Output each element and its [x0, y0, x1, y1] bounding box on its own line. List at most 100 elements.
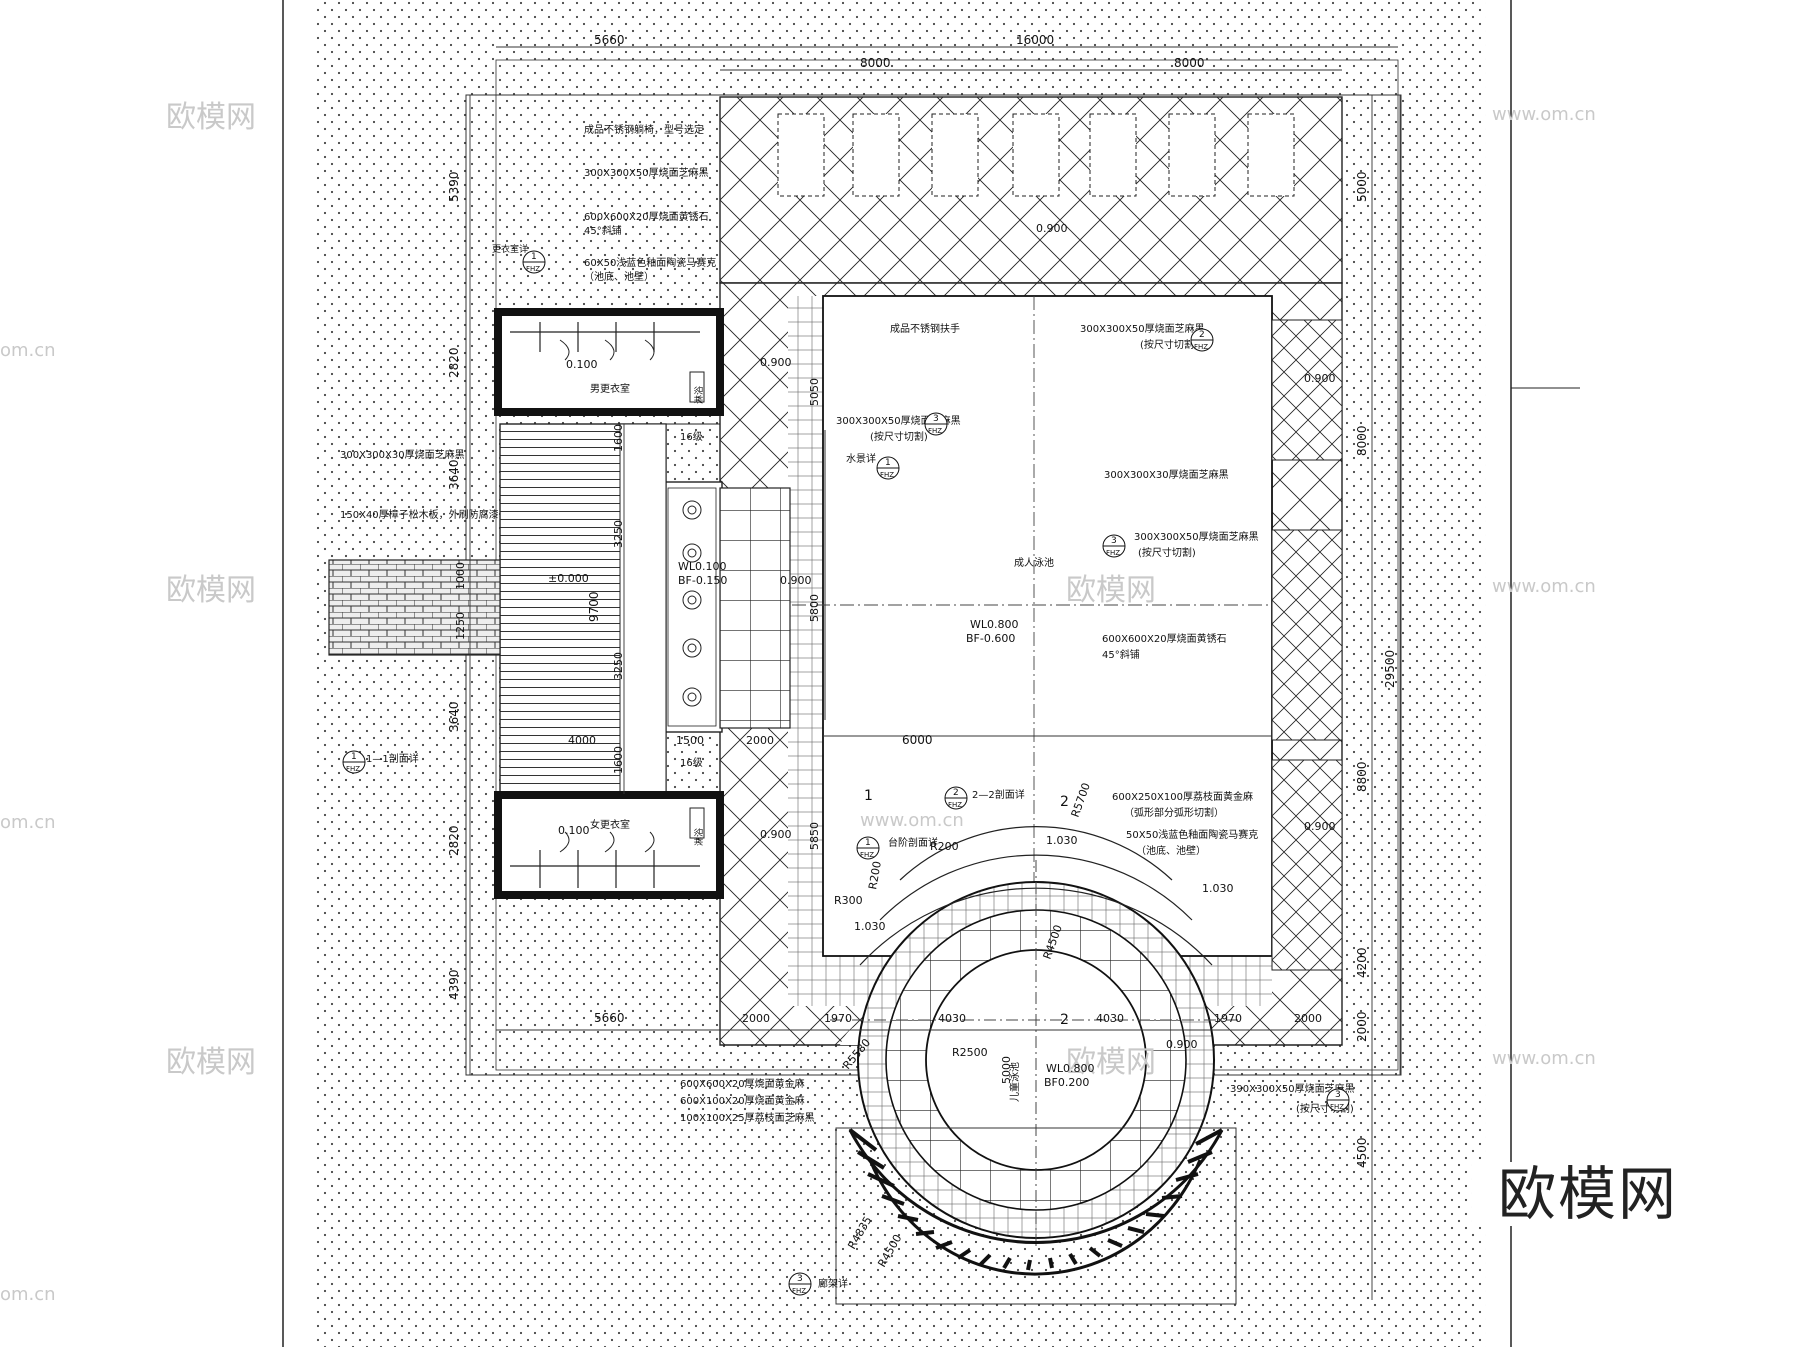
- svg-text:16000: 16000: [1016, 33, 1054, 47]
- watermark-text: www.om.cn: [1492, 576, 1596, 597]
- svg-text:3: 3: [933, 414, 939, 424]
- svg-text:水景详: 水景详: [846, 452, 876, 465]
- svg-text:BF-0.150: BF-0.150: [678, 574, 727, 587]
- childrens-pool-group: [830, 826, 1240, 1250]
- svg-text:0.900: 0.900: [1166, 1038, 1198, 1051]
- svg-text:成人泳池: 成人泳池: [1014, 556, 1054, 569]
- svg-text:45°斜铺: 45°斜铺: [584, 224, 622, 237]
- svg-text:±0.000: ±0.000: [548, 572, 589, 585]
- svg-text:淋浴: 淋浴: [693, 828, 705, 846]
- svg-text:1—1剖面详: 1—1剖面详: [366, 752, 419, 765]
- svg-text:FHZ: FHZ: [880, 471, 894, 479]
- svg-text:9700: 9700: [587, 591, 601, 622]
- svg-text:女更衣室: 女更衣室: [590, 818, 630, 831]
- svg-text:（池底、池壁）: （池底、池壁）: [1136, 844, 1206, 857]
- svg-text:FHZ: FHZ: [1106, 549, 1120, 557]
- svg-text:4000: 4000: [568, 734, 596, 747]
- brand-watermark: 欧模网: [1472, 1162, 1704, 1226]
- svg-text:3: 3: [1335, 1090, 1341, 1100]
- svg-text:600X600X20厚烧面黄锈石: 600X600X20厚烧面黄锈石: [1102, 632, 1227, 645]
- svg-text:2: 2: [1199, 330, 1205, 340]
- pool-steps: [719, 487, 791, 729]
- svg-text:0.900: 0.900: [1304, 372, 1336, 385]
- svg-text:600X600X20厚烧面黄金麻: 600X600X20厚烧面黄金麻: [680, 1077, 805, 1090]
- svg-text:8000: 8000: [860, 56, 891, 70]
- svg-text:150X40厚樟子松木板，外刷防腐漆: 150X40厚樟子松木板，外刷防腐漆: [340, 508, 499, 521]
- svg-text:WL0.100: WL0.100: [678, 560, 727, 573]
- svg-text:(按尺寸切割): (按尺寸切割): [870, 430, 928, 443]
- watermark-text: om.cn: [0, 1284, 56, 1305]
- svg-text:廊架详: 廊架详: [818, 1277, 848, 1290]
- watermark-text: www.om.cn: [860, 810, 964, 831]
- svg-text:FHZ: FHZ: [928, 427, 942, 435]
- svg-text:1: 1: [885, 458, 891, 468]
- svg-text:300X300X30厚烧面芝麻黑: 300X300X30厚烧面芝麻黑: [340, 448, 465, 461]
- svg-text:5050: 5050: [808, 378, 821, 406]
- svg-text:4390: 4390: [447, 969, 461, 1000]
- svg-text:R2500: R2500: [952, 1046, 988, 1059]
- watermark-text: 欧模网: [166, 1045, 256, 1080]
- svg-text:8000: 8000: [1355, 425, 1369, 456]
- svg-text:4200: 4200: [1355, 947, 1369, 978]
- svg-text:1600: 1600: [612, 424, 625, 452]
- svg-text:2: 2: [1060, 1012, 1069, 1028]
- watermark-text: om.cn: [0, 340, 56, 361]
- svg-text:390X300X50厚烧面芝麻黑: 390X300X50厚烧面芝麻黑: [1230, 1082, 1355, 1095]
- svg-text:WL0.800: WL0.800: [970, 618, 1019, 631]
- svg-text:1.030: 1.030: [1202, 882, 1234, 895]
- watermarks: 欧模网 欧模网 欧模网 欧模网 欧模网 www.om.cn www.om.cn …: [0, 100, 1596, 1305]
- watermark-text: 欧模网: [1066, 1045, 1156, 1080]
- watermark-text: www.om.cn: [1492, 1048, 1596, 1069]
- svg-text:5660: 5660: [594, 33, 625, 47]
- svg-text:600X100X20厚烧面黄金麻: 600X100X20厚烧面黄金麻: [680, 1094, 805, 1107]
- svg-text:FHZ: FHZ: [1330, 1103, 1344, 1111]
- svg-text:(按尺寸切割): (按尺寸切割): [1138, 546, 1196, 559]
- svg-text:台阶剖面详: 台阶剖面详: [888, 836, 938, 849]
- svg-text:300X300X50厚烧面芝麻黑: 300X300X50厚烧面芝麻黑: [584, 166, 709, 179]
- svg-text:WL0.800: WL0.800: [1046, 1062, 1095, 1075]
- svg-text:3: 3: [1111, 536, 1117, 546]
- svg-text:1250: 1250: [454, 612, 467, 640]
- svg-text:300X300X30厚烧面芝麻黑: 300X300X30厚烧面芝麻黑: [1104, 468, 1229, 481]
- svg-text:2820: 2820: [447, 347, 461, 378]
- level-marks: 0.900 0.900 0.900 0.900 0.900 0.100 0.10…: [548, 222, 1336, 1089]
- svg-text:R300: R300: [834, 894, 863, 907]
- svg-text:5800: 5800: [808, 594, 821, 622]
- svg-text:0.900: 0.900: [1036, 222, 1068, 235]
- svg-text:1970: 1970: [1214, 1012, 1242, 1025]
- svg-text:1970: 1970: [824, 1012, 852, 1025]
- svg-text:3640: 3640: [447, 701, 461, 732]
- svg-text:4030: 4030: [938, 1012, 966, 1025]
- svg-text:1600: 1600: [612, 746, 625, 774]
- svg-text:0.100: 0.100: [566, 358, 598, 371]
- svg-text:600X250X100厚荔枝面黄金麻: 600X250X100厚荔枝面黄金麻: [1112, 790, 1253, 803]
- svg-text:成品不锈钢躺椅，型号选定: 成品不锈钢躺椅，型号选定: [584, 123, 704, 136]
- svg-text:5850: 5850: [808, 822, 821, 850]
- svg-text:0.900: 0.900: [1304, 820, 1336, 833]
- svg-text:6000: 6000: [902, 733, 933, 747]
- womens-changing-room: [494, 791, 724, 899]
- svg-text:300X300X50厚烧面芝麻黑: 300X300X50厚烧面芝麻黑: [1134, 530, 1259, 543]
- svg-text:1500: 1500: [676, 734, 704, 747]
- svg-text:1: 1: [531, 252, 537, 262]
- svg-text:(按尺寸切割): (按尺寸切割): [1140, 338, 1198, 351]
- mens-changing-room: [494, 308, 724, 416]
- svg-text:0.900: 0.900: [760, 356, 792, 369]
- svg-text:16级: 16级: [680, 757, 703, 769]
- svg-text:儿童泳池: 儿童泳池: [1008, 1062, 1021, 1102]
- svg-text:更衣室详: 更衣室详: [492, 243, 528, 255]
- svg-text:2: 2: [1060, 794, 1069, 810]
- svg-text:成品不锈钢扶手: 成品不锈钢扶手: [890, 322, 960, 335]
- watermark-text: 欧模网: [166, 573, 256, 608]
- svg-text:2000: 2000: [1355, 1011, 1369, 1042]
- svg-text:2000: 2000: [1294, 1012, 1322, 1025]
